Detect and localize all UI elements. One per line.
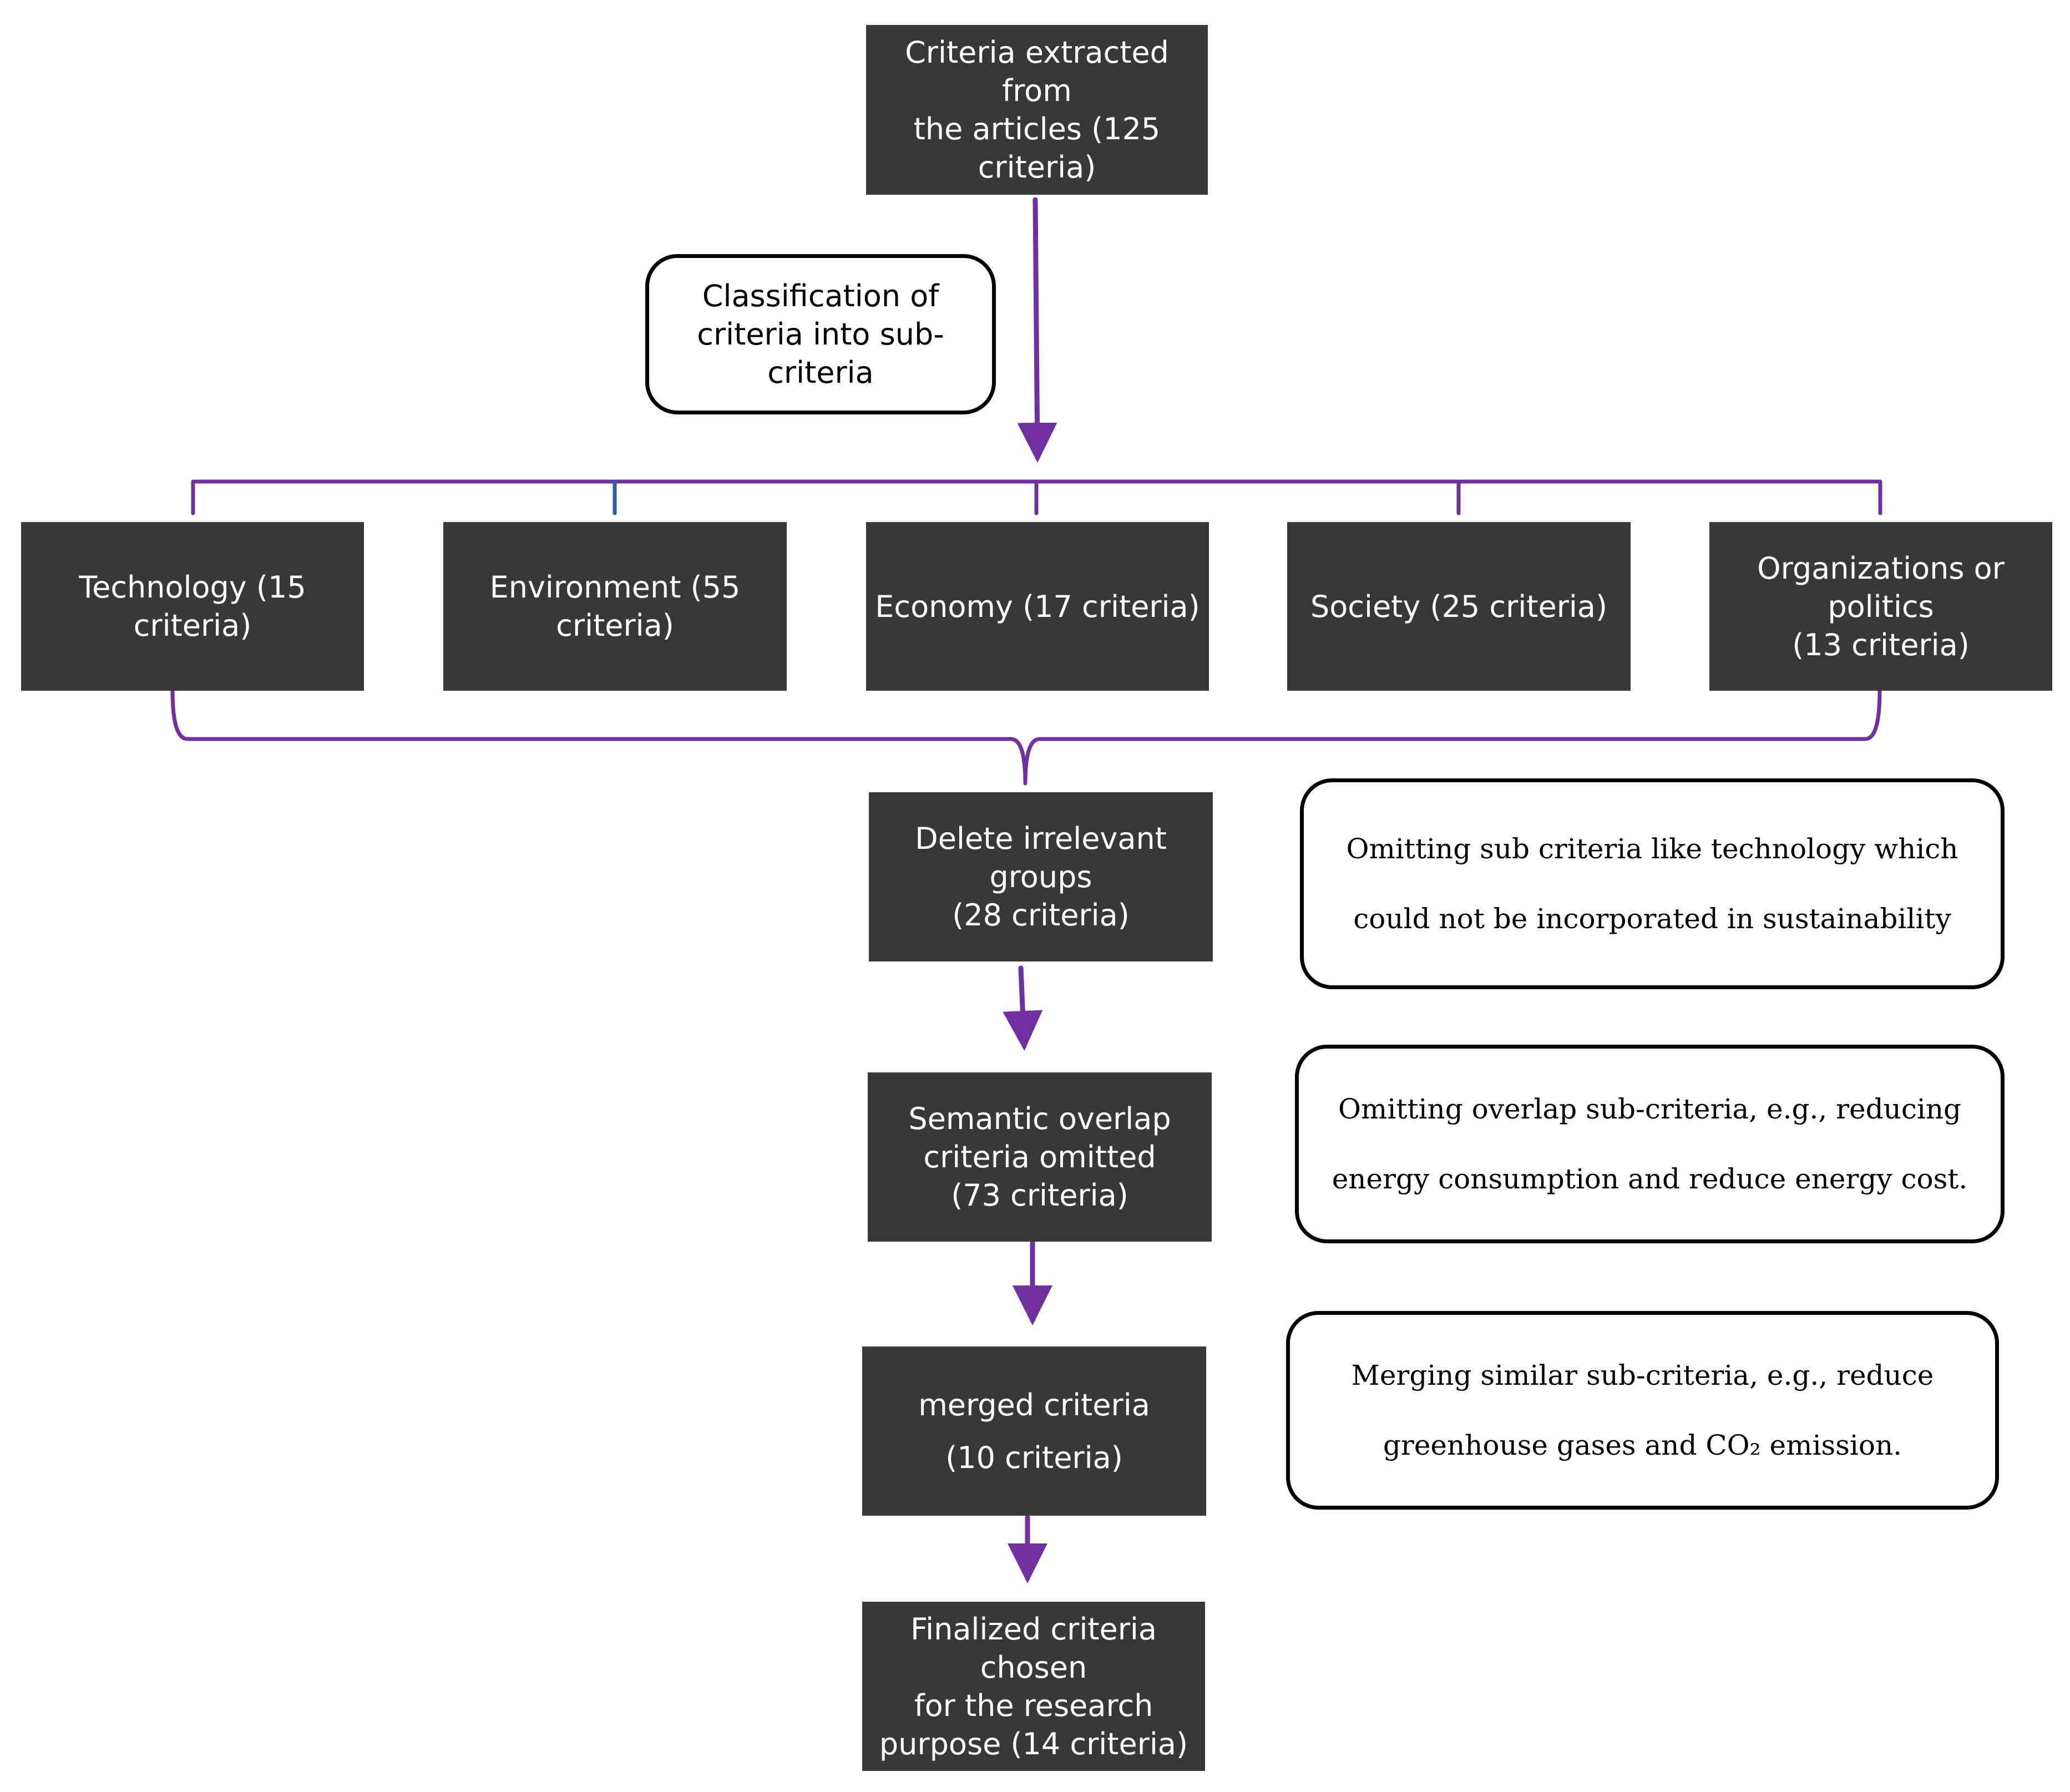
semantic-overlap-box: Semantic overlap criteria omitted (73 cr… [868,1072,1212,1242]
economy-box: Economy (17 criteria) [866,522,1209,691]
merge-similar-note: Merging similar sub-criteria, e.g., redu… [1286,1311,1999,1510]
organizations-politics-box: Organizations or politics (13 criteria) [1709,522,2052,691]
arrow-delete-to-semantic [1003,965,1043,1051]
environment-box: Environment (55 criteria) [443,522,787,691]
arrow-extracted-to-categories [1017,197,1057,463]
omit-overlap-note: Omitting overlap sub-criteria, e.g., red… [1295,1045,2005,1243]
technology-box: Technology (15 criteria) [21,522,364,691]
delete-irrelevant-groups-box: Delete irrelevant groups (28 criteria) [869,792,1213,961]
classification-note: Classification of criteria into sub- cri… [645,254,996,414]
omit-technology-note: Omitting sub criteria like technology wh… [1300,778,2005,989]
finalized-criteria-box: Finalized criteria chosen for the resear… [862,1602,1205,1771]
extracted-criteria-box: Criteria extracted from the articles (12… [866,25,1208,195]
category-brace [170,689,1882,786]
merged-criteria-box: merged criteria (10 criteria) [862,1346,1206,1516]
society-box: Society (25 criteria) [1287,522,1631,691]
